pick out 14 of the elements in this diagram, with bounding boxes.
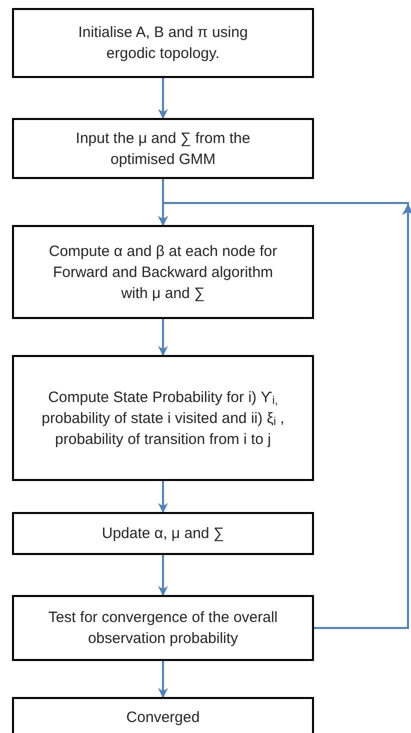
process-box (12, 697, 314, 733)
process-box (12, 595, 314, 661)
step-text: Converged (126, 708, 200, 728)
process-box (12, 225, 314, 319)
step-text: Compute State Probability for i) ϒ$_{i,}$ probability of state i visited and ii) ξ$_{i}$ , probability of transition from i to j (40, 388, 286, 450)
step-text: Input the μ and ∑ from the optimised GMM (74, 128, 252, 170)
process-box (12, 512, 314, 555)
process-box (12, 355, 314, 481)
process-box (12, 8, 314, 78)
process-box (12, 118, 314, 179)
step-text: Compute α and β at each node for Forward and Backward algorithm with μ and ∑ (48, 242, 278, 304)
step-text: Update α, μ and ∑ (102, 524, 224, 544)
step-text: Test for convergence of the overall observation probability (47, 608, 279, 649)
step-text: Initialise A, B and π using ergodic topology. (77, 23, 249, 64)
